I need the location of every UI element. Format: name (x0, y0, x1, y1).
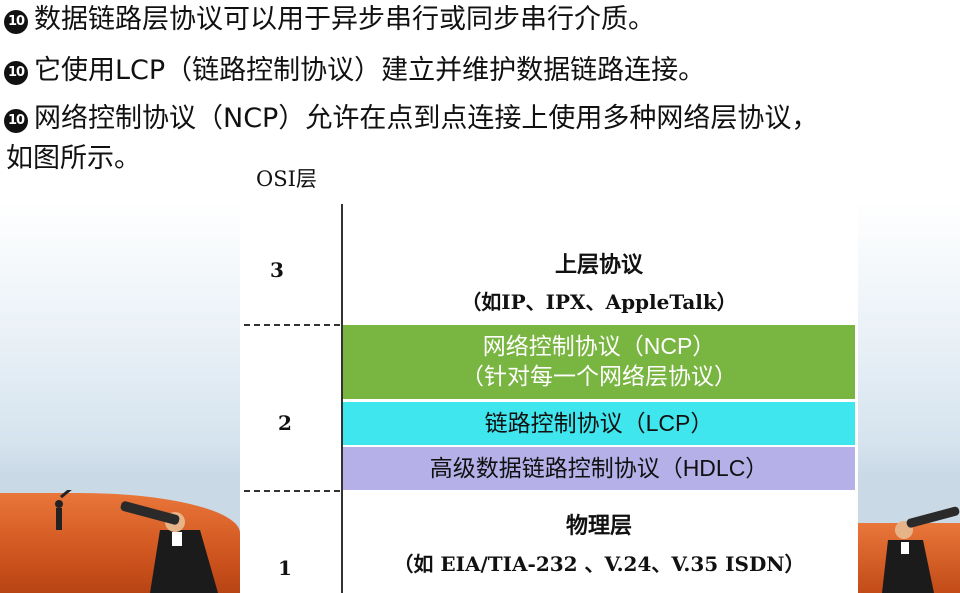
decorative-scene-right (858, 200, 960, 593)
ncp-sublabel: （针对每一个网络层协议） (461, 363, 737, 389)
bullet-text: 它使用LCP（链路控制协议）建立并维护数据链路连接。 (34, 55, 706, 86)
bullet-marker-icon: 10 (4, 109, 28, 133)
upper-layer-title: 上层协议 (554, 253, 643, 278)
decorative-scene-left (0, 200, 240, 593)
telescope-man-icon (882, 506, 960, 593)
lcp-band: 链路控制协议（LCP） (343, 402, 855, 445)
lcp-label: 链路控制协议（LCP） (484, 410, 714, 436)
telescope-man-icon (55, 490, 218, 593)
bullet-marker-icon: 10 (4, 61, 28, 85)
bullet-text: 网络控制协议（NCP）允许在点到点连接上使用多种网络层协议， (34, 103, 819, 134)
ncp-label: 网络控制协议（NCP） (482, 333, 716, 359)
layer-number-2: 2 (278, 411, 292, 435)
osi-axis-line (341, 204, 343, 593)
osi-axis-label: OSI层 (256, 167, 317, 191)
layer-divider (244, 490, 340, 492)
layer-divider (244, 324, 340, 326)
layer-number-1: 1 (278, 556, 292, 580)
bullet-text: 数据链路层协议可以用于异步串行或同步串行介质。 (34, 4, 655, 35)
physical-layer-title: 物理层 (565, 514, 632, 539)
hdlc-band: 高级数据链路控制协议（HDLC） (343, 447, 855, 490)
hdlc-label: 高级数据链路控制协议（HDLC） (429, 455, 769, 481)
bullet-marker-icon: 10 (4, 10, 28, 34)
bullet-3-continuation: 如图所示。 (6, 143, 141, 174)
physical-layer-subtitle: （如 EIA/TIA-232 、V.24、V.35 ISDN） (393, 552, 805, 576)
layer-number-3: 3 (270, 258, 284, 282)
upper-layer-subtitle: （如IP、IPX、AppleTalk） (461, 290, 737, 314)
ncp-band: 网络控制协议（NCP） （针对每一个网络层协议） (343, 325, 855, 399)
